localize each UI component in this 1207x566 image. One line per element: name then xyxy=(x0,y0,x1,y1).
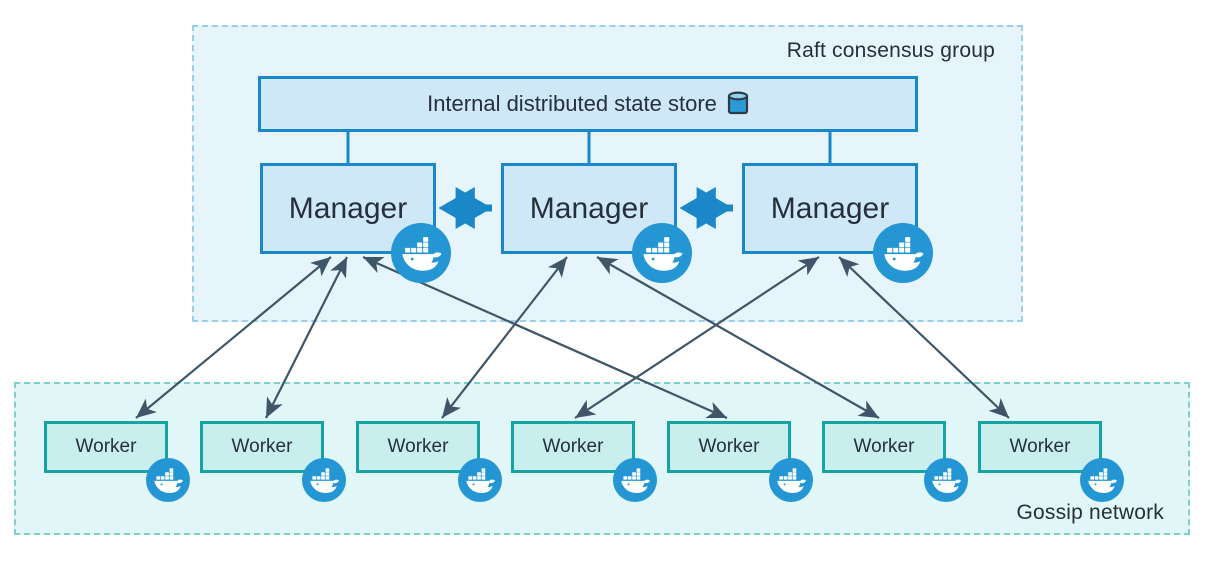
docker-whale-icon xyxy=(302,458,346,502)
docker-whale-icon xyxy=(769,458,813,502)
worker-node-7[interactable]: Worker xyxy=(978,421,1102,473)
manager-node-1[interactable]: Manager xyxy=(260,163,436,254)
worker-node-3[interactable]: Worker xyxy=(356,421,480,473)
worker-node-6[interactable]: Worker xyxy=(822,421,946,473)
worker-label: Worker xyxy=(387,436,449,457)
docker-whale-icon xyxy=(391,223,451,283)
database-cylinder-icon xyxy=(727,91,749,117)
docker-whale-icon xyxy=(924,458,968,502)
manager-label: Manager xyxy=(288,191,408,225)
internal-state-store-box[interactable]: Internal distributed state store xyxy=(258,76,918,132)
worker-label: Worker xyxy=(75,436,137,457)
gossip-group-label: Gossip network xyxy=(1016,501,1164,524)
state-store-label: Internal distributed state store xyxy=(427,91,717,116)
docker-whale-icon xyxy=(146,458,190,502)
raft-group-label: Raft consensus group xyxy=(786,39,995,62)
worker-node-1[interactable]: Worker xyxy=(44,421,168,473)
docker-whale-icon xyxy=(458,458,502,502)
docker-whale-icon xyxy=(873,223,933,283)
worker-label: Worker xyxy=(853,436,915,457)
worker-label: Worker xyxy=(231,436,293,457)
manager-label: Manager xyxy=(529,191,649,225)
worker-label: Worker xyxy=(698,436,760,457)
manager-label: Manager xyxy=(770,191,890,225)
docker-whale-icon xyxy=(632,223,692,283)
worker-label: Worker xyxy=(1009,436,1071,457)
worker-node-2[interactable]: Worker xyxy=(200,421,324,473)
docker-whale-icon xyxy=(1080,458,1124,502)
worker-label: Worker xyxy=(542,436,604,457)
worker-node-5[interactable]: Worker xyxy=(667,421,791,473)
worker-node-4[interactable]: Worker xyxy=(511,421,635,473)
docker-whale-icon xyxy=(613,458,657,502)
